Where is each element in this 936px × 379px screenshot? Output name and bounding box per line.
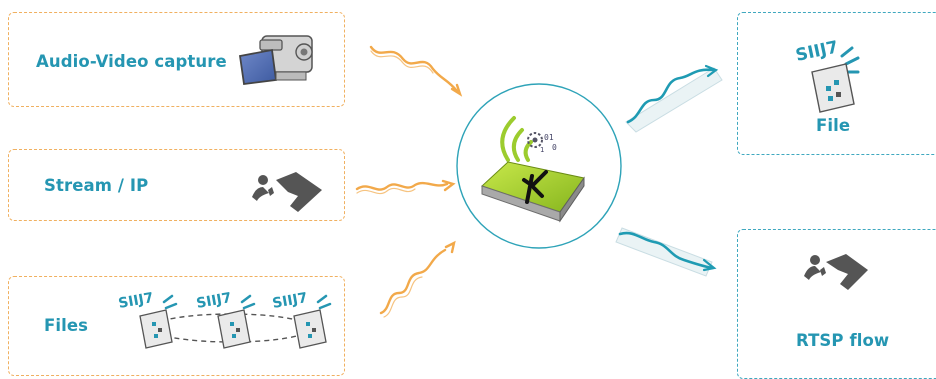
svg-text:1: 1	[540, 146, 544, 154]
output-arrow-bottom	[616, 228, 714, 276]
file-icon-1: SIIJ7	[117, 290, 176, 348]
files-cluster-icon: SIIJ7 SIIJ7 SIIJ7	[117, 290, 330, 348]
central-circle	[457, 84, 621, 248]
svg-text:SIIJ7: SIIJ7	[271, 290, 309, 312]
input-arrow-middle	[357, 181, 453, 194]
svg-text:SIIJ7: SIIJ7	[794, 37, 840, 66]
output-arrow-top	[626, 66, 722, 132]
input-arrow-top	[371, 47, 460, 94]
svg-text:SIIJ7: SIIJ7	[195, 290, 233, 312]
file-icon-3: SIIJ7	[271, 290, 330, 348]
stream-icon-input	[252, 172, 322, 212]
input-arrow-bottom	[381, 243, 454, 317]
svg-text:01: 01	[544, 133, 554, 142]
svg-text:0: 0	[552, 143, 557, 152]
file-icon-2: SIIJ7	[195, 290, 254, 348]
stream-icon-output	[804, 254, 868, 290]
file-icon-output: SIIJ7	[794, 37, 858, 112]
svg-text:SIIJ7: SIIJ7	[117, 290, 155, 312]
camcorder-icon	[240, 36, 312, 84]
diagram-graphics: 01 0 1	[0, 0, 936, 369]
